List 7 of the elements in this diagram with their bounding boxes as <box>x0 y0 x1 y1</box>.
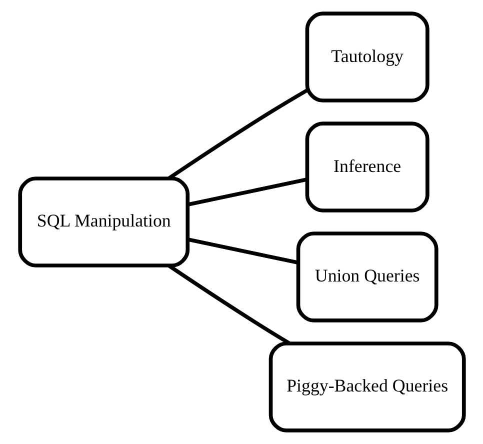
node-box: SQL Manipulation <box>18 176 190 268</box>
node-box: Tautology <box>304 12 429 102</box>
node-box: Inference <box>304 122 429 212</box>
connector <box>186 178 308 206</box>
connector <box>186 238 298 265</box>
node-box: Union Queries <box>296 232 438 322</box>
node-box: Piggy-Backed Queries <box>268 342 466 432</box>
